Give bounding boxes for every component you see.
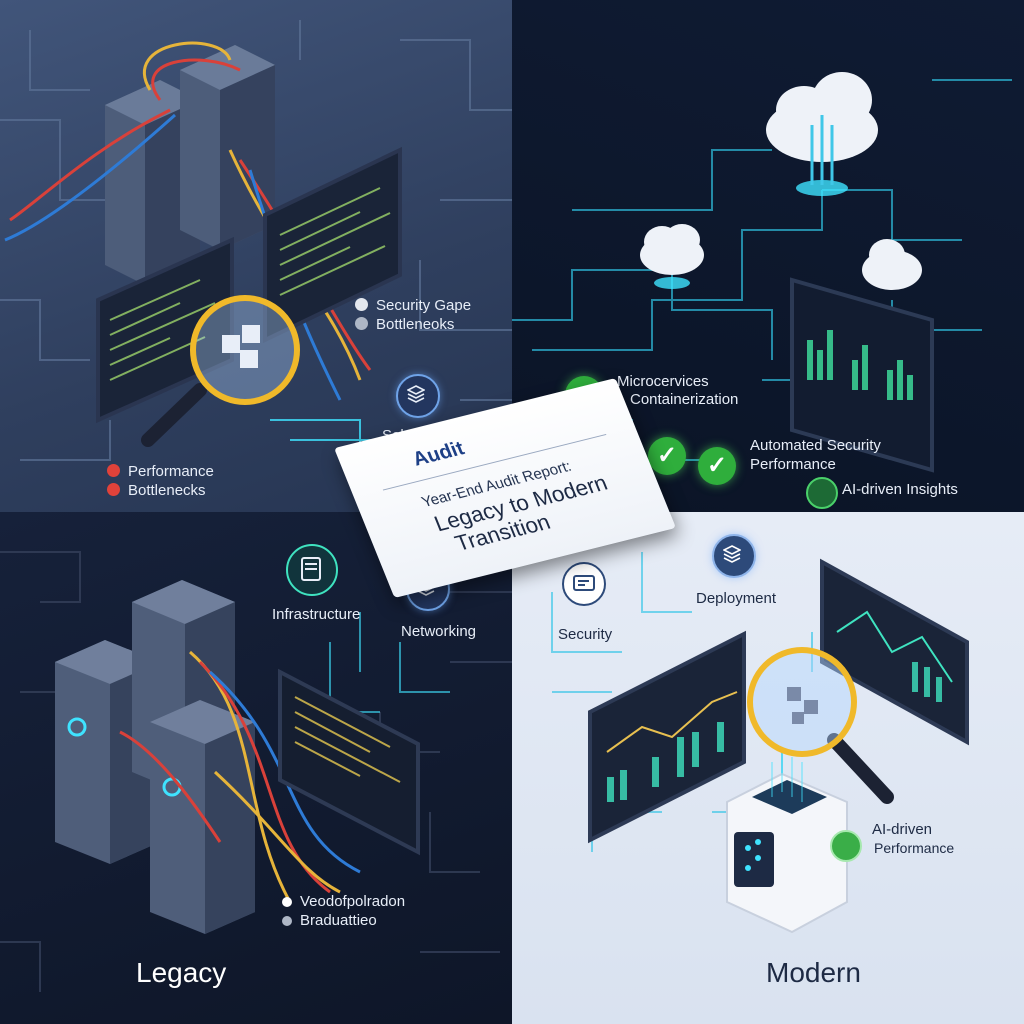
ai-performance-label: Performance [874,840,955,856]
infrastructure-label: Infrastructure [272,606,361,623]
report-title: Audit [409,437,468,471]
performance-check-icon: ✓ [698,447,736,485]
modern-datacenter-illustration [551,552,969,934]
networking-label: Networking [401,623,477,640]
bullet-icon [355,298,368,311]
alert-dot-icon [107,483,120,496]
modern-cloud-panel: ✓ Microcervices Containerization ✓ ✓ Aut… [512,0,1024,512]
microservices-label: Microcervices [617,373,709,390]
legacy-infrastructure-panel: Infrastructure Networking Veodofpolradon… [0,512,512,1024]
legacy-performance-label: Performance [107,462,214,481]
legacy-issue-bottlenecks: Bottleneoks [355,315,454,334]
legacy-bottom-issue-1: Veodofpolradon [282,892,405,911]
bullet-icon [282,897,292,907]
ai-insights-icon [806,477,838,509]
security-stack-icon [396,374,440,418]
deployment-label: Deployment [696,590,777,607]
legacy-audit-panel: Security Gape Bottleneoks Selcurdg Perfo… [0,0,512,512]
cloud-network-illustration [512,72,1012,473]
bullet-icon [355,317,368,330]
containerization-label: Containerization [630,391,739,408]
legacy-bottom-issue-2: Braduattieo [282,911,377,930]
security-terminal-icon [562,562,606,606]
legacy-section-title: Legacy [136,957,227,988]
legacy-server-illustration [0,20,512,481]
infrastructure-server-icon [286,544,338,596]
modern-section-title: Modern [766,957,861,988]
ai-performance-icon [830,830,862,862]
deployment-stack-icon [712,534,756,578]
legacy-issue-security: Security Gape [355,296,471,315]
performance-label: Performance [750,456,836,473]
bullet-icon [282,916,292,926]
legacy-bottlenecks-label: Bottlenecks [107,481,206,500]
automated-security-label: Automated Security [750,437,881,454]
modern-infrastructure-panel: Security Deployment AI-driven Performanc… [512,512,1024,1024]
security-label: Security [558,626,613,643]
alert-dot-icon [107,464,120,477]
ai-driven-label: AI-driven [872,821,933,838]
ai-insights-label: AI-driven Insights [842,481,958,498]
legacy-datacenter-illustration [0,532,512,992]
security-check-icon: ✓ [648,437,686,475]
